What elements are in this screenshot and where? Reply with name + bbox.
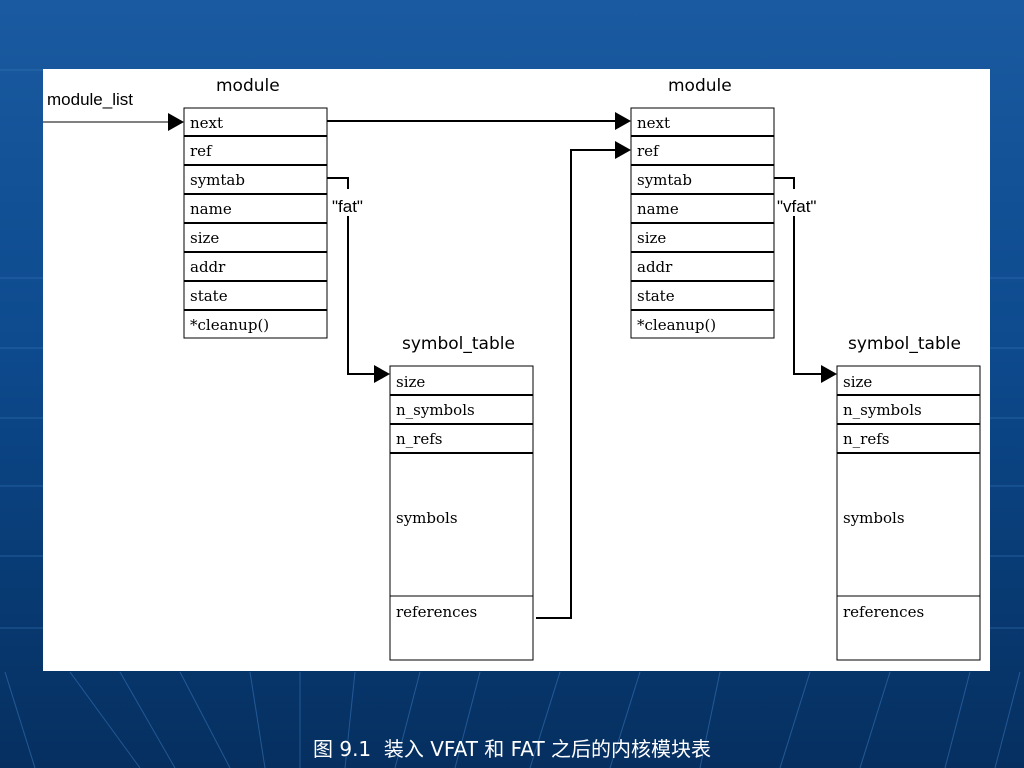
diagram-panel: module_list module next ref symtab name …: [43, 69, 990, 671]
symbol-table-2-field-n-refs: n_refs: [843, 430, 889, 448]
module-2-field-symtab: symtab: [637, 171, 692, 189]
figure-caption: 图 9.1 装入 VFAT 和 FAT 之后的内核模块表: [0, 733, 1024, 762]
symbol-table-1-field-symbols: symbols: [396, 509, 458, 527]
module-2-field-ref: ref: [637, 142, 660, 160]
symbol-table-2-field-references: references: [843, 603, 924, 621]
references-pointer-connector: [536, 149, 615, 619]
figure-title: 装入 VFAT 和 FAT 之后的内核模块表: [383, 737, 712, 761]
symtab-1-arrowhead: [374, 365, 390, 383]
module-2-struct: module next ref symtab name size addr st…: [630, 76, 775, 339]
figure-number: 图 9.1: [312, 737, 372, 761]
module-1-field-state: state: [190, 287, 228, 305]
symbol-table-2-struct: symbol_table size n_symbols n_refs symbo…: [836, 334, 981, 661]
kernel-module-diagram: module_list module next ref symtab name …: [43, 76, 981, 661]
module-2-header: module: [668, 76, 732, 96]
symtab-2-connector-upper: [774, 177, 795, 189]
module-1-field-next: next: [190, 114, 223, 132]
module-2-field-next: next: [637, 114, 670, 132]
module-2-field-state: state: [637, 287, 675, 305]
module-2-field-addr: addr: [637, 258, 673, 276]
symbol-table-1-struct: symbol_table size n_symbols n_refs symbo…: [389, 334, 534, 661]
symbol-table-1-field-size: size: [396, 373, 425, 391]
symbol-table-1-field-references: references: [396, 603, 477, 621]
symtab-1-connector-upper: [327, 177, 349, 189]
module-2-name-label: "vfat": [777, 197, 816, 216]
module-list-label: module_list: [47, 90, 133, 109]
symtab-2-connector-lower: [793, 216, 821, 375]
symtab-1-connector-lower: [347, 216, 374, 375]
module-1-header: module: [216, 76, 280, 96]
next-pointer-arrowhead: [615, 112, 631, 130]
module-1-field-cleanup: *cleanup(): [190, 316, 269, 334]
symbol-table-1-box: [389, 365, 534, 661]
module-1-struct: module next ref symtab name size addr st…: [183, 76, 328, 339]
references-pointer-arrowhead: [615, 141, 631, 159]
symbol-table-2-header: symbol_table: [848, 334, 961, 354]
module-1-field-addr: addr: [190, 258, 226, 276]
symbol-table-1-header: symbol_table: [402, 334, 515, 354]
symbol-table-2-box: [836, 365, 981, 661]
symbol-table-1-field-n-refs: n_refs: [396, 430, 442, 448]
module-list-arrowhead: [168, 113, 184, 131]
symbol-table-1-field-n-symbols: n_symbols: [396, 401, 475, 419]
module-2-field-name: name: [637, 200, 679, 218]
module-2-field-size: size: [637, 229, 666, 247]
module-1-name-label: "fat": [332, 197, 363, 216]
symbol-table-2-field-size: size: [843, 373, 872, 391]
module-1-field-name: name: [190, 200, 232, 218]
module-1-field-ref: ref: [190, 142, 213, 160]
symbol-table-2-field-n-symbols: n_symbols: [843, 401, 922, 419]
module-1-field-symtab: symtab: [190, 171, 245, 189]
module-2-field-cleanup: *cleanup(): [637, 316, 716, 334]
symtab-2-arrowhead: [821, 365, 837, 383]
symbol-table-2-field-symbols: symbols: [843, 509, 905, 527]
module-1-field-size: size: [190, 229, 219, 247]
